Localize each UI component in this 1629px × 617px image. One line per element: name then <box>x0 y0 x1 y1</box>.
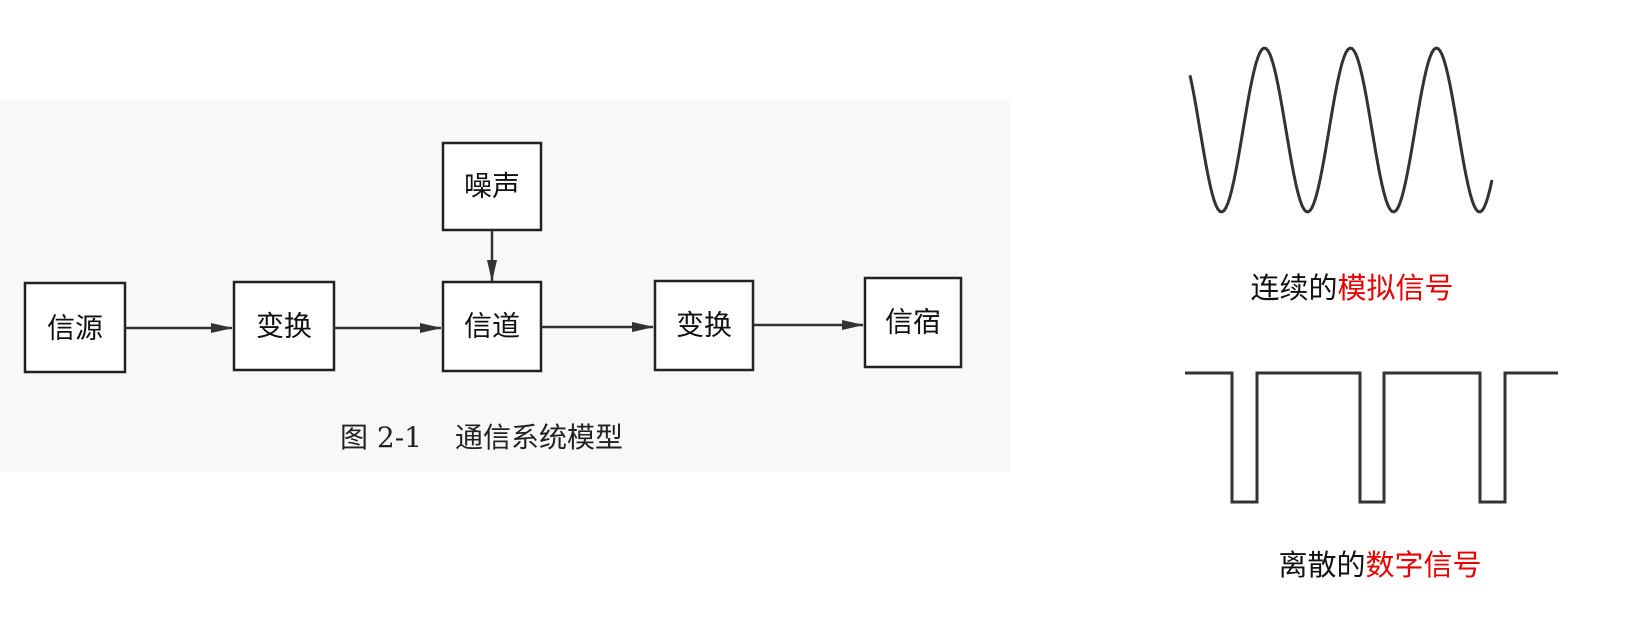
block-transform-2: 变换 <box>653 279 755 372</box>
digital-square-wave <box>1185 371 1558 504</box>
block-transform-1-label: 变换 <box>256 310 312 343</box>
block-source-label: 信源 <box>47 312 103 345</box>
block-channel: 信道 <box>441 280 543 373</box>
digital-label-prefix: 离散的 <box>1278 548 1365 582</box>
block-channel-label: 信道 <box>464 310 520 343</box>
analog-signal-label: 连续的模拟信号 <box>1250 271 1453 305</box>
digital-signal-label: 离散的数字信号 <box>1278 548 1481 582</box>
block-noise-label: 噪声 <box>464 170 520 203</box>
analog-label-prefix: 连续的 <box>1250 271 1337 305</box>
block-sink: 信宿 <box>863 276 963 369</box>
digital-label-highlight: 数字信号 <box>1366 548 1482 582</box>
block-noise: 噪声 <box>441 141 543 232</box>
figure-caption: 通信系统模型 <box>455 421 623 454</box>
block-transform-2-label: 变换 <box>676 309 732 342</box>
figure-number: 图 2-1 <box>340 421 422 454</box>
block-source: 信源 <box>23 281 127 374</box>
analog-sine-wave <box>1188 46 1494 214</box>
analog-label-highlight: 模拟信号 <box>1338 271 1454 305</box>
block-sink-label: 信宿 <box>885 306 941 339</box>
block-transform-1: 变换 <box>232 280 336 372</box>
